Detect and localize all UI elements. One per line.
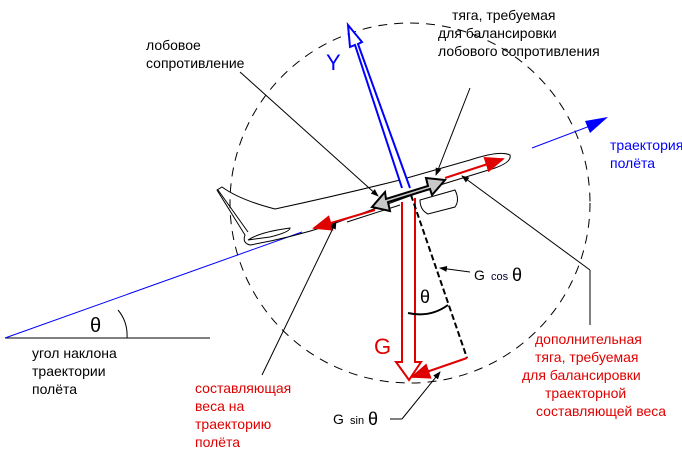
extra-thrust-label: дополнительная тяга, требуемая для балан… (522, 331, 666, 419)
theta-weight: θ (420, 287, 430, 307)
thrust-drag-double-arrow (370, 176, 448, 213)
svg-text:cos: cos (491, 271, 509, 283)
trajectory-label: траектория полёта (610, 137, 682, 171)
weight-component-label: составляющая веса на траекторию полёта (195, 380, 295, 450)
angle-theta: θ (90, 315, 101, 337)
gcos-dashed-line (410, 194, 468, 359)
lift-label: Y (326, 50, 341, 75)
thrust-drag-label: тяга, требуемая для балансировки лобовог… (438, 7, 600, 59)
lift-arrow (346, 21, 411, 189)
airplane (216, 152, 511, 246)
svg-text:G: G (333, 411, 344, 427)
gcos-label: G cos θ (474, 265, 522, 285)
svg-text:θ: θ (512, 265, 522, 285)
weight-label: G (374, 334, 391, 359)
drag-component-arrow (312, 209, 376, 231)
drag-label: лобовое сопротивление (146, 37, 245, 71)
dashed-circle (229, 22, 591, 384)
trajectory-arrowhead (585, 117, 608, 133)
angle-arc (117, 309, 128, 339)
trajectory-line (4, 231, 303, 339)
svg-text:G: G (474, 267, 485, 283)
weight-arrow (394, 198, 423, 382)
angle-label: угол наклона траектории полёта (32, 345, 121, 397)
theta-arc (407, 304, 449, 316)
gsin-line (410, 357, 468, 379)
svg-text:θ: θ (368, 409, 378, 429)
trajectory-line-forward (531, 125, 591, 149)
gsin-label: G sin θ (333, 409, 378, 429)
extra-thrust-arrow (444, 157, 505, 179)
svg-text:sin: sin (350, 415, 364, 427)
